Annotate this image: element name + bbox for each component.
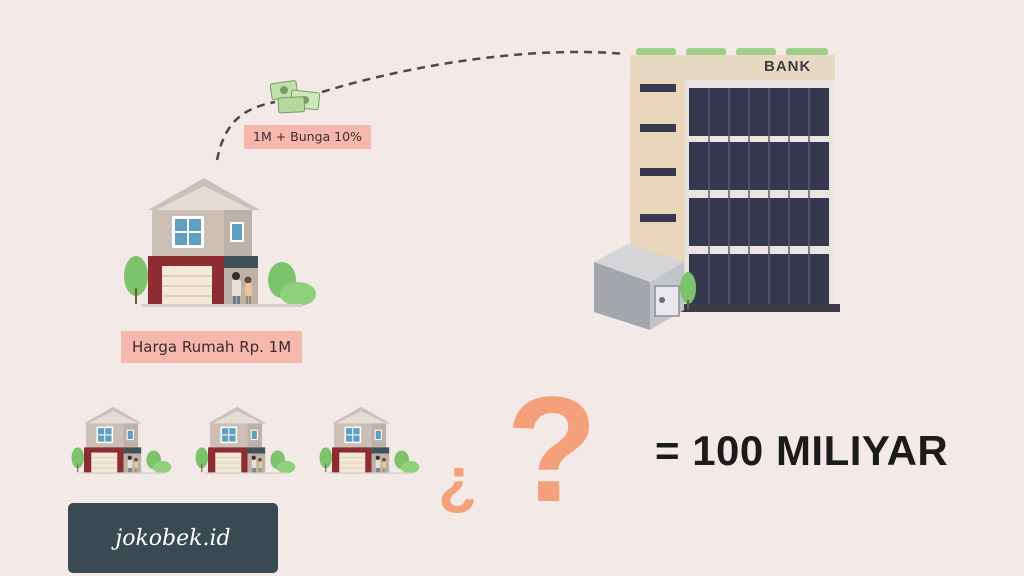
money-path-start [215, 100, 276, 161]
money-icon [269, 80, 321, 114]
bank-building-icon [630, 48, 840, 312]
safe-icon [594, 244, 684, 330]
bank-sign-text: BANK [764, 58, 812, 75]
watermark-badge: jokobek.id [68, 503, 278, 573]
small-house-icon-1 [71, 406, 172, 475]
question-mark: ? [506, 365, 598, 533]
watermark-text: jokobek.id [115, 525, 231, 551]
house-price-label: Harga Rumah Rp. 1M [121, 331, 303, 363]
small-house-icon-3 [318, 406, 420, 475]
interest-label: 1M + Bunga 10% [244, 125, 371, 149]
small-house-icon-2 [195, 406, 296, 475]
inverted-question-mark: ¿ [438, 444, 478, 516]
equation-text: = 100 MILIYAR [655, 427, 949, 474]
money-path-end [321, 50, 626, 94]
tree-icon [680, 272, 696, 310]
house-icon [123, 177, 317, 308]
